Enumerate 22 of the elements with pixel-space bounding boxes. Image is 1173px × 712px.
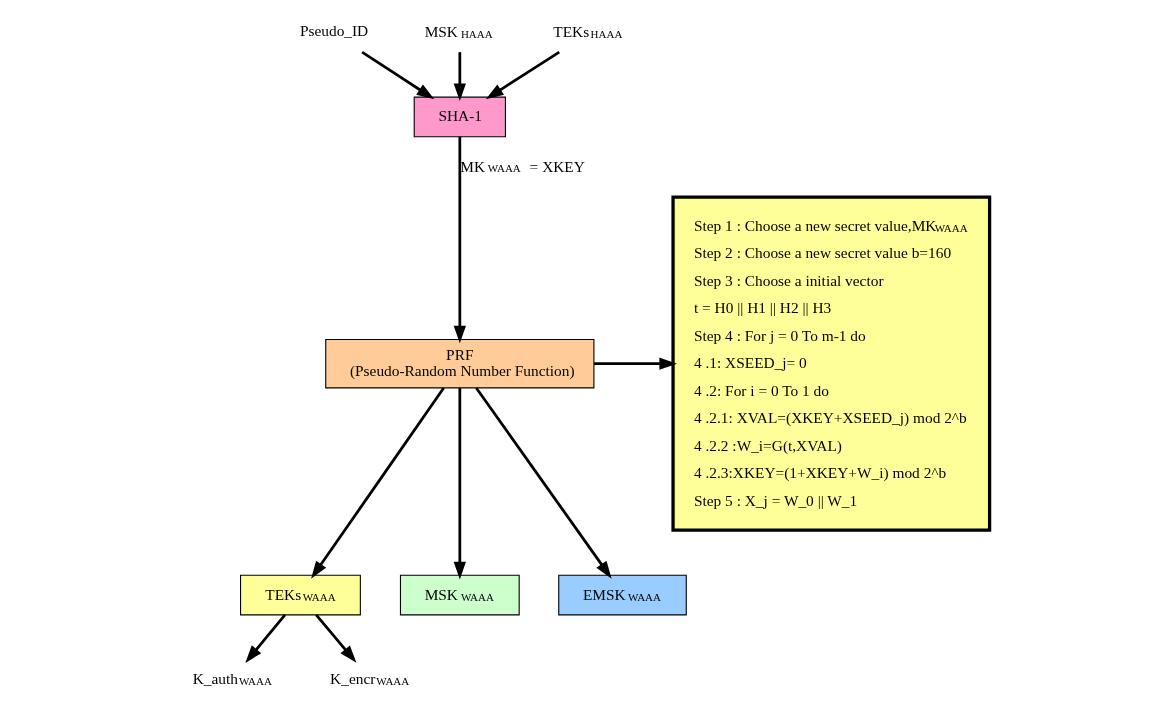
- arrow: [453, 52, 466, 102]
- arrow: [485, 50, 560, 100]
- node-text: MSKHAAA: [424, 22, 493, 40]
- arrow: [453, 388, 466, 580]
- node-text: TEKsHAAA: [553, 22, 623, 40]
- node-box: TEKsWAAA: [240, 574, 361, 616]
- node-box: PRF (Pseudo-Random Number Function): [325, 338, 595, 389]
- node-box: SHA-1: [413, 96, 506, 138]
- arrow: [361, 50, 435, 100]
- node-box: MSKWAAA: [399, 574, 520, 616]
- node-text: K_encrWAAA: [330, 670, 410, 688]
- arrow: [245, 614, 287, 663]
- node-box: Step 1 : Choose a new secret value,MKWAAA Step 2 : Choose a new secret value b=160 Step 3 : Choose a initial vector t = H0 || H1 || H2 || H3 Step 4 : For j = 0 To m-1 do 4 .1: XSEED_j= 0 4 .2: For i = 0 To 1 do 4 .2.1: XVAL=(XKEY+XSEED_j) mod 2^b 4 .2.2 :W_i=G(t,XVAL) 4 .2.3:XKEY=(1+XKEY+W_i) mod 2^b Step 5 : X_j = W_0 || W_1: [671, 195, 992, 532]
- node-box: EMSKWAAA: [558, 574, 687, 616]
- node-text: Pseudo_ID: [299, 22, 369, 40]
- node-text: K_authWAAA: [192, 670, 272, 688]
- arrow: [315, 614, 357, 663]
- arrow: [594, 357, 677, 370]
- edge-label: MKWAAA = XKEY: [460, 157, 585, 175]
- arrow: [311, 387, 445, 579]
- arrow: [475, 387, 612, 579]
- arrow: [453, 136, 466, 344]
